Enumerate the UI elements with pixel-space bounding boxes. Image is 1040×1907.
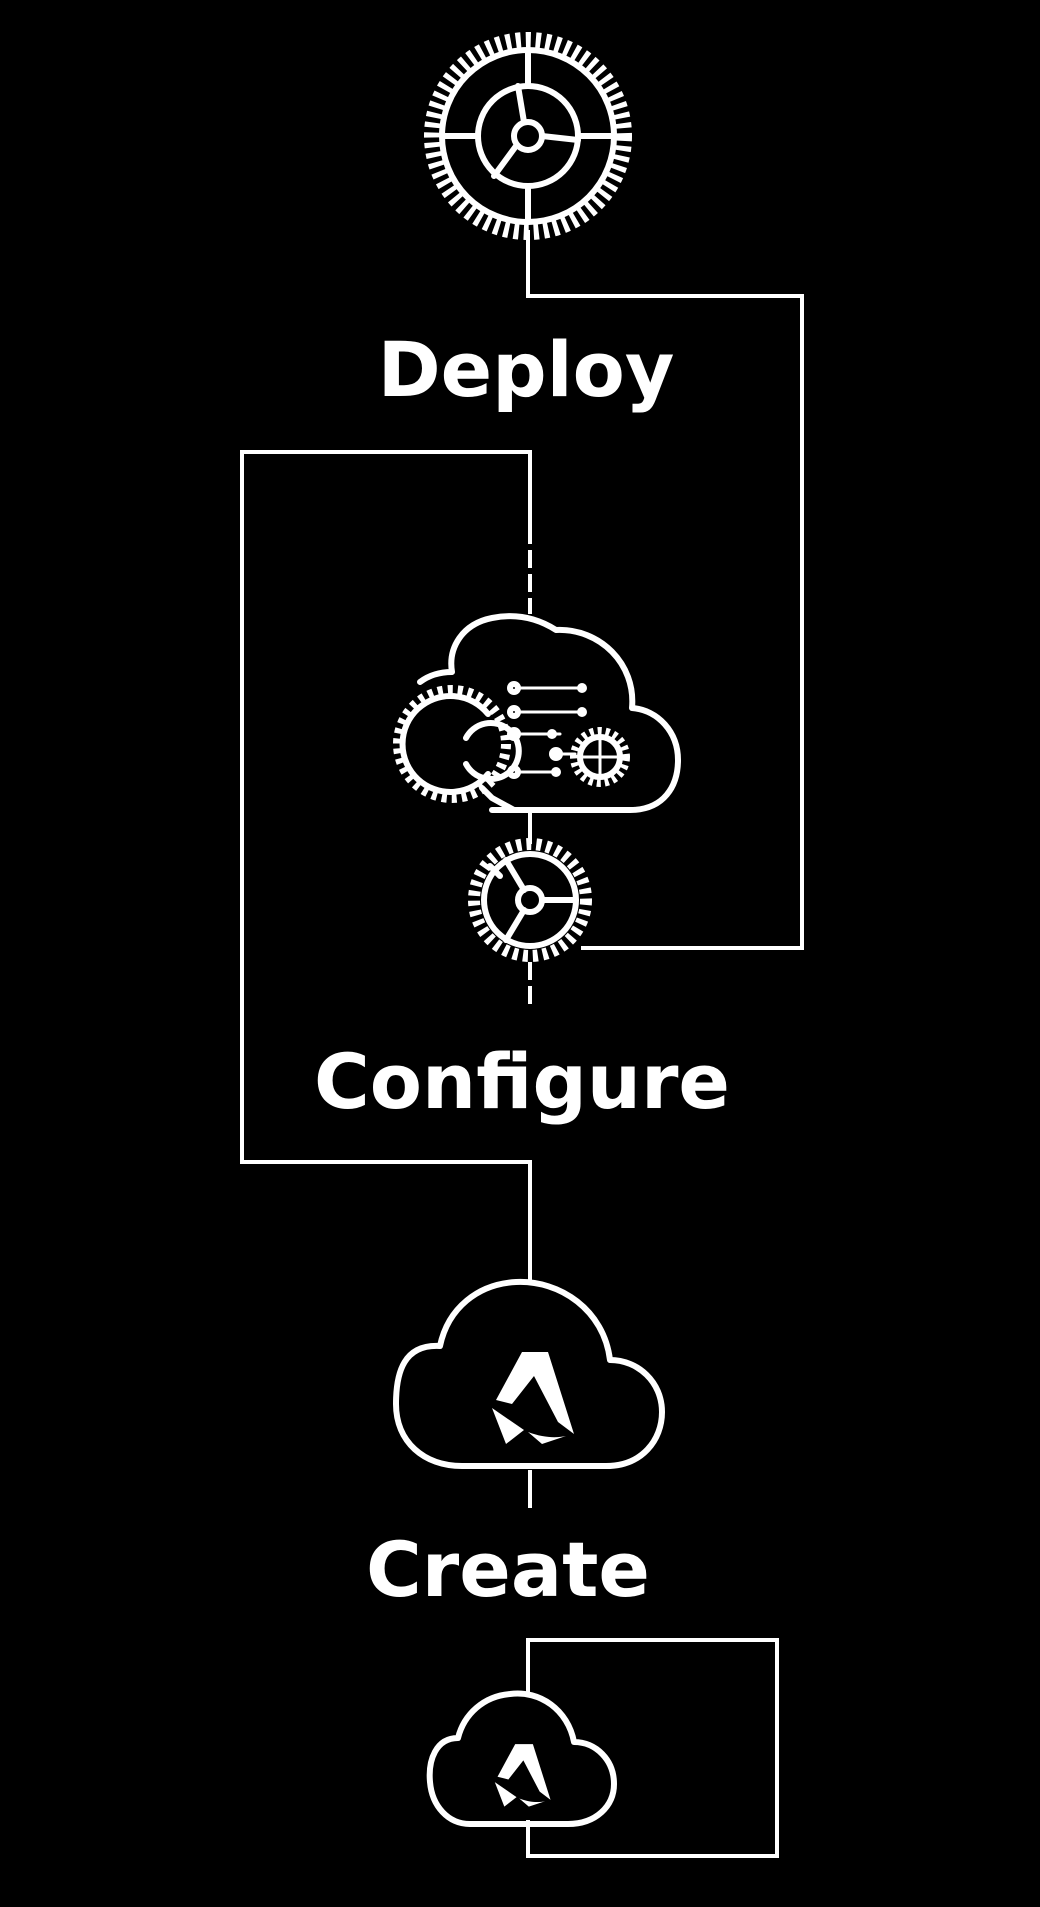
connectors: [240, 230, 804, 1858]
stage-label-create: Create: [366, 1525, 650, 1614]
stage-label-configure: Configure: [314, 1037, 730, 1126]
cloud-right-gear: [570, 727, 630, 787]
gear-inner-ring: [475, 83, 581, 189]
cloud-left-gear: [393, 685, 522, 813]
bottom-box-connector: [526, 1638, 779, 1858]
cloud-outline: [417, 613, 681, 813]
small-brand-logo: [494, 1744, 551, 1807]
cloud-logo-icon: [393, 1278, 665, 1469]
configure-loop-connector: [240, 450, 532, 1284]
create-cloud-outline: [393, 1278, 665, 1469]
gear-icon: [424, 32, 632, 240]
small-cloud-outline: [426, 1690, 617, 1827]
gear-hub: [511, 119, 545, 153]
circuit-lines: [507, 681, 587, 779]
small-gear-icon: [468, 838, 592, 962]
cloud-settings-icon: [393, 613, 681, 813]
brand-logo: [492, 1352, 574, 1444]
small-cloud-logo-icon: [426, 1690, 617, 1827]
gear-teeth-ring: [424, 32, 632, 240]
stage-label-deploy: Deploy: [378, 325, 675, 414]
deploy-loop-connector: [526, 230, 804, 950]
